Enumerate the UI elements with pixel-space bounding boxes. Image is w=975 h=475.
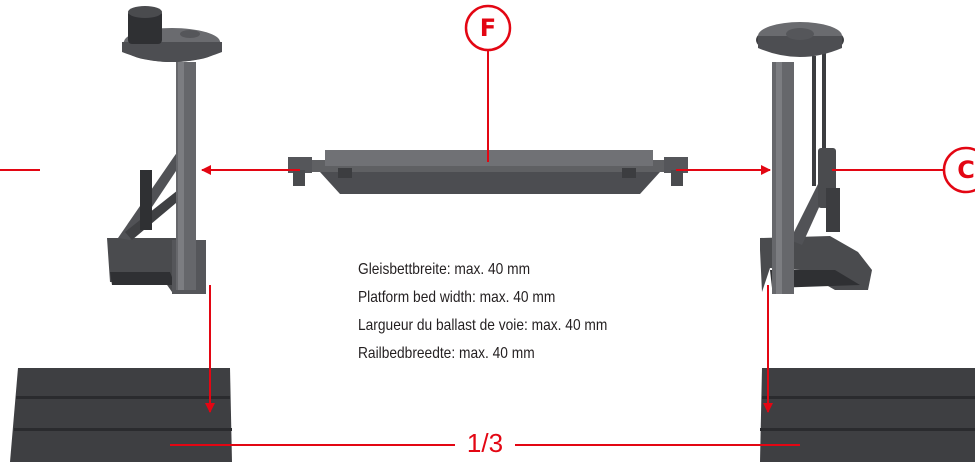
bed-width-line-fr: Largueur du ballast de voie: max. 40 mm (358, 317, 608, 334)
guide-lines (0, 50, 944, 446)
callout-c-letter: C (957, 156, 975, 184)
right-signal-mast (756, 22, 872, 294)
callout-f-circle (464, 4, 512, 52)
bed-width-line-en: Platform bed width: max. 40 mm (358, 289, 556, 306)
platform-bridge-part (288, 150, 688, 194)
right-base-plate (760, 368, 975, 462)
bed-width-line-nl: Railbedbreedte: max. 40 mm (358, 345, 535, 362)
callout-c-circle (942, 146, 975, 194)
bed-width-notes: Gleisbettbreite: max. 40 mm Platform bed… (358, 256, 607, 368)
callout-f-letter: F (479, 14, 497, 42)
bed-width-line-de: Gleisbettbreite: max. 40 mm (358, 261, 531, 278)
left-base-plate (10, 368, 232, 462)
left-signal-mast (107, 6, 222, 294)
ratio-label: 1/3 (455, 428, 515, 458)
